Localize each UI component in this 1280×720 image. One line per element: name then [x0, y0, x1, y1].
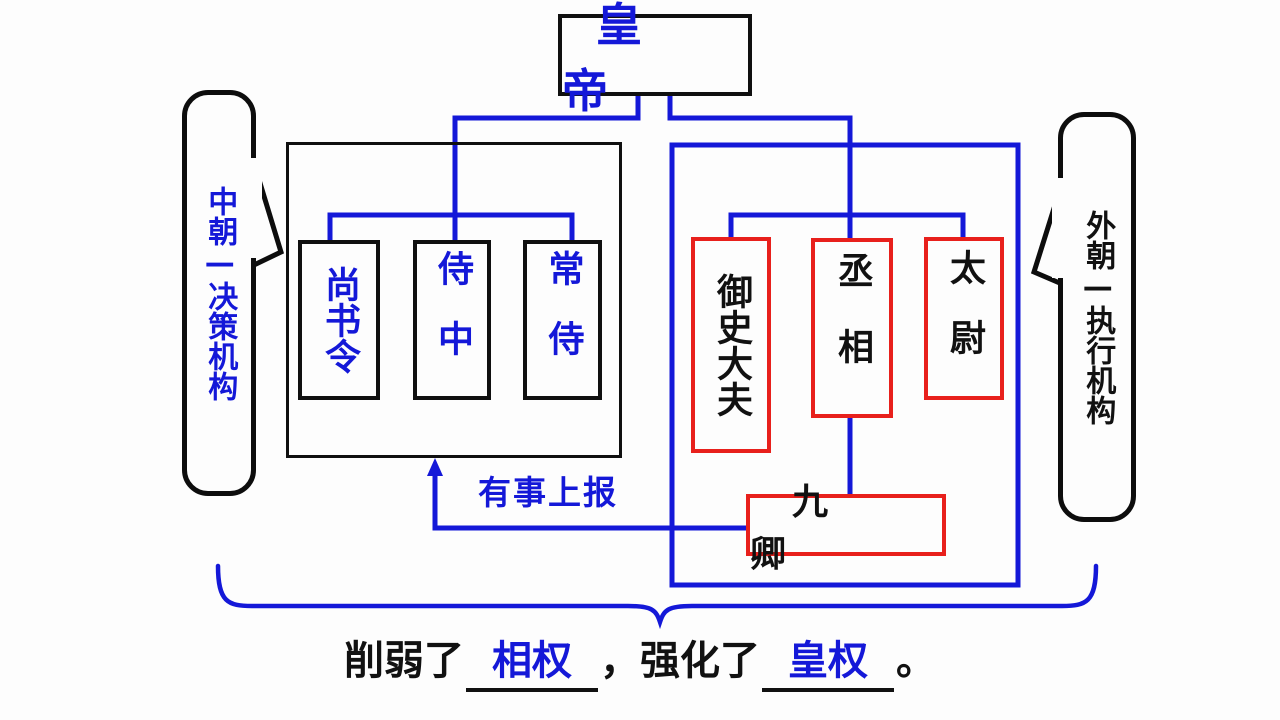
node-jiuqing[interactable]: 九卿: [746, 482, 946, 575]
callout-left-joint-mask: [248, 158, 262, 258]
node-taiwei-label: 太尉: [944, 248, 985, 389]
node-yushidafu[interactable]: 御史大夫: [691, 237, 771, 453]
node-emperor-label: 皇帝: [562, 0, 676, 118]
conclusion-blank-2[interactable]: 皇权: [762, 628, 894, 692]
node-shangshuling-label: 尚书令: [319, 266, 360, 374]
node-shizhong[interactable]: 侍中: [413, 240, 491, 400]
callout-inner-court-label: 中朝—决策机构: [202, 185, 238, 401]
arrowhead-report-upward: [427, 458, 443, 476]
node-changshi[interactable]: 常侍: [523, 240, 602, 400]
callout-outer-court[interactable]: 外朝—执行机构: [1058, 112, 1136, 522]
conclusion-blank-1[interactable]: 相权: [466, 628, 598, 692]
conclusion-prefix: 削弱了: [344, 638, 464, 684]
node-shizhong-label: 侍中: [432, 250, 473, 390]
conclusion-suffix: 。: [896, 638, 936, 684]
callout-outer-court-label: 外朝—执行机构: [1080, 209, 1116, 425]
node-chengxiang[interactable]: 丞相: [811, 238, 893, 418]
callout-right-joint-mask: [1052, 178, 1066, 278]
label-report-upward: 有事上报: [478, 473, 618, 512]
node-jiuqing-label: 九卿: [750, 482, 871, 575]
node-chengxiang-label: 丞相: [832, 252, 873, 404]
node-changshi-label: 常侍: [542, 250, 584, 390]
bottom-brace: [215, 563, 1099, 630]
node-emperor[interactable]: 皇帝: [558, 0, 752, 118]
conclusion-sentence: 削弱了相权，强化了皇权。: [0, 628, 1280, 692]
callout-inner-court[interactable]: 中朝—决策机构: [182, 90, 256, 496]
node-taiwei[interactable]: 太尉: [924, 237, 1004, 400]
conclusion-middle: ，强化了: [600, 638, 760, 684]
node-yushidafu-label: 御史大夫: [711, 273, 752, 417]
node-shangshuling[interactable]: 尚书令: [298, 240, 380, 400]
inner-court-container: [286, 142, 622, 458]
